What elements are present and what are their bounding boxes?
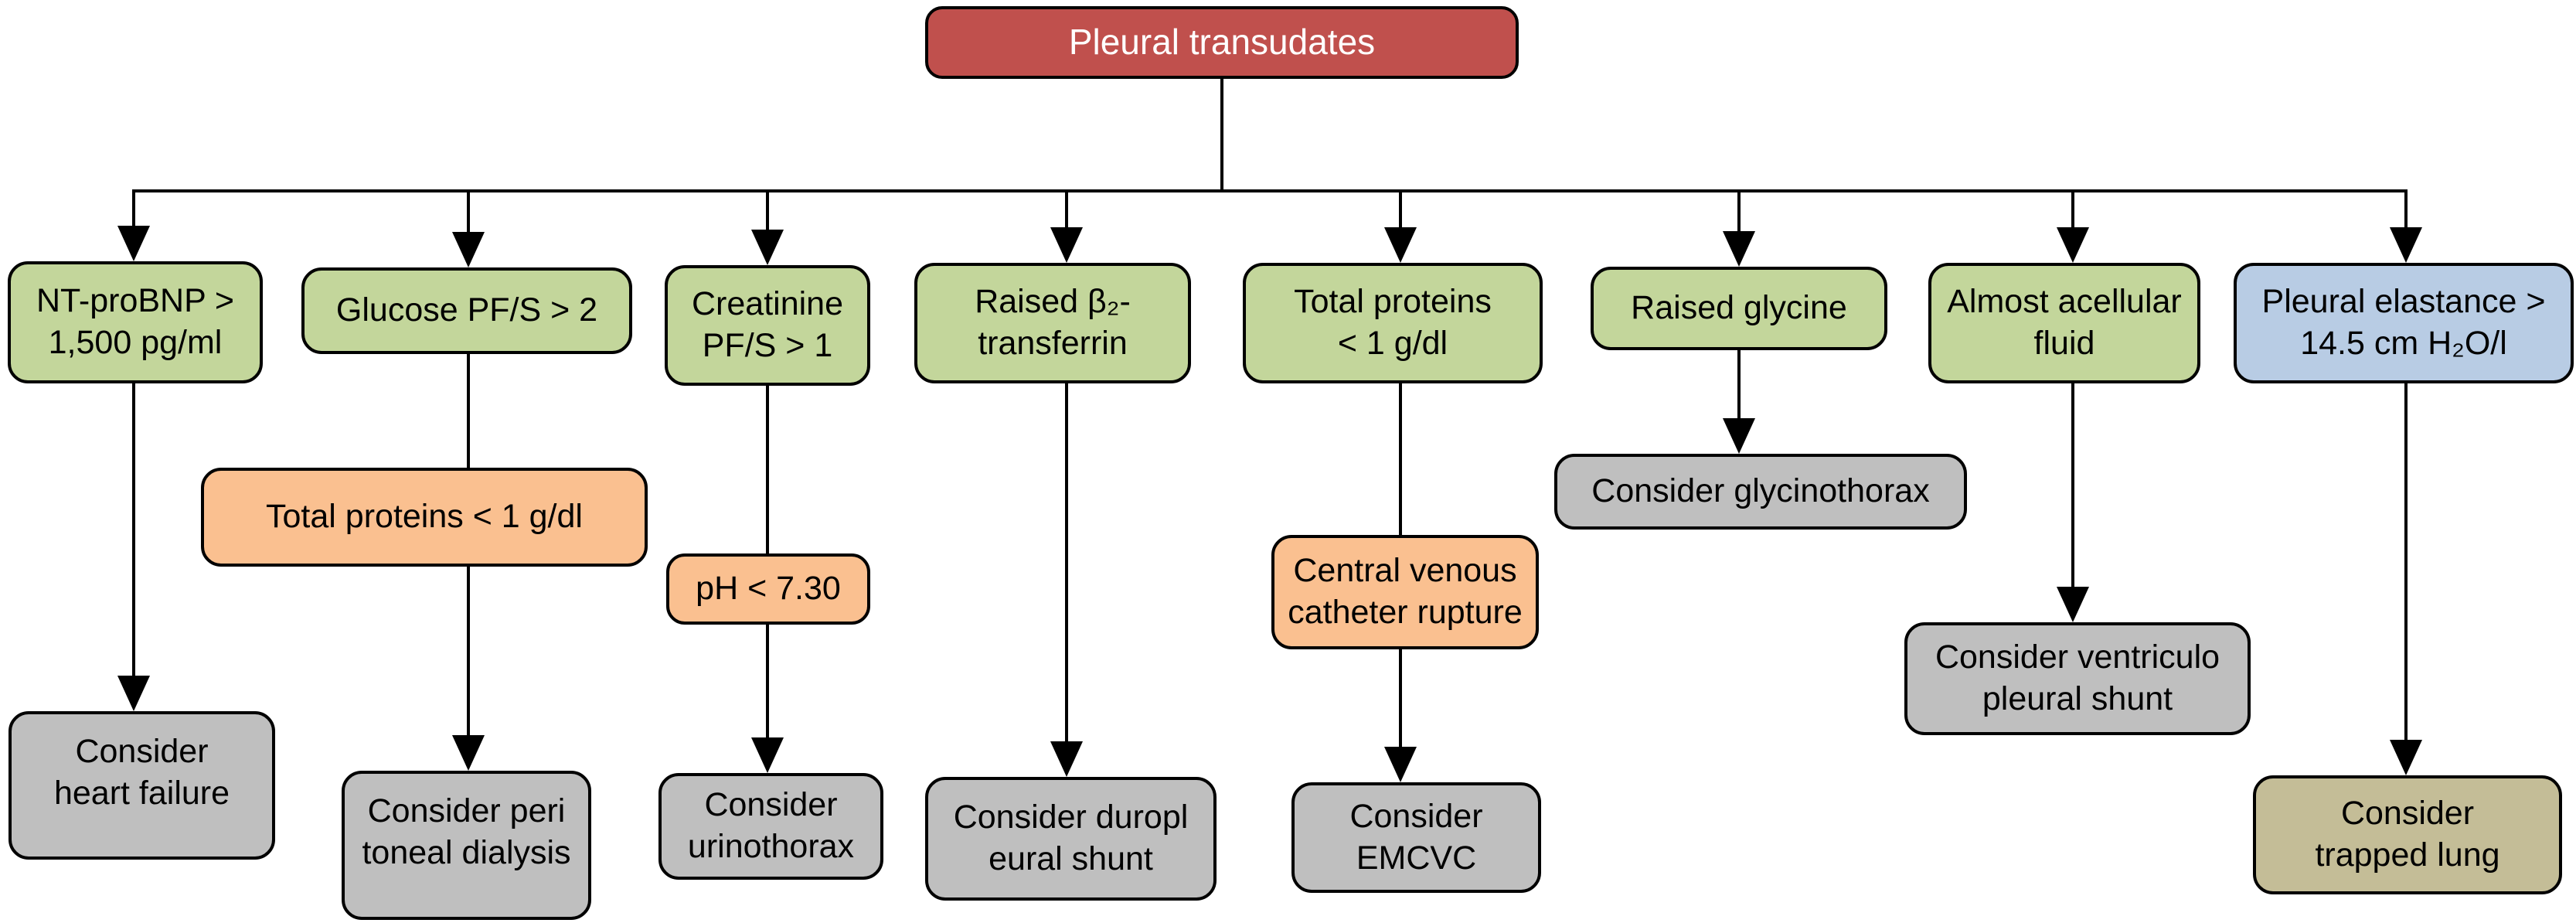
- node-creatinine-label: Creatinine PF/S > 1: [692, 285, 843, 364]
- node-emcvc-label: Consider EMCVC: [1349, 797, 1483, 877]
- connector-col7-drop: [2071, 383, 2074, 587]
- connector-col4-drop: [1065, 383, 1068, 741]
- node-acellular-fluid: Almost acellular fluid: [1928, 263, 2200, 383]
- node-trapped-lung: Consider trapped lung: [2253, 775, 2562, 894]
- arrowhead-col5-top: [1384, 227, 1417, 263]
- arrowhead-col8-top: [2390, 227, 2422, 263]
- arrowhead-col1-top: [117, 226, 150, 261]
- node-glucose: Glucose PF/S > 2: [301, 267, 632, 354]
- node-peritoneal-dialysis: Consider peri toneal dialysis: [342, 771, 591, 920]
- arrowhead-col4-top: [1050, 227, 1083, 263]
- node-pleural-transudates-label: Pleural transudates: [1068, 22, 1376, 63]
- node-ph: pH < 7.30: [666, 553, 870, 625]
- connector-col1-drop: [132, 383, 135, 676]
- arrowhead-col3-top: [751, 230, 784, 265]
- connector-col1-top: [132, 189, 135, 226]
- connector-col4-top: [1065, 189, 1068, 227]
- connector-col6-drop: [1737, 350, 1741, 418]
- arrowhead-col1-drop: [117, 676, 150, 711]
- node-glucose-label: Glucose PF/S > 2: [335, 291, 598, 329]
- connector-col3-top: [766, 189, 769, 230]
- node-raised-glycine: Raised glycine: [1591, 267, 1887, 350]
- node-peritoneal-dialysis-label: Consider peri toneal dialysis: [362, 792, 571, 871]
- node-trapped-lung-label: Consider trapped lung: [2315, 795, 2500, 874]
- node-raised-glycine-label: Raised glycine: [1631, 289, 1847, 327]
- node-cvc-rupture-label: Central venous catheter rupture: [1288, 552, 1523, 631]
- connector-col5-top: [1399, 189, 1402, 227]
- node-total-proteins-sub: Total proteins < 1 g/dl: [201, 468, 648, 567]
- node-beta2-transferrin-label: Raised β₂- transferrin: [975, 283, 1131, 362]
- connector-col8-drop: [2404, 383, 2408, 740]
- node-ventriculo-shunt-label: Consider ventriculo pleural shunt: [1935, 639, 2220, 717]
- node-urinothorax: Consider urinothorax: [658, 773, 883, 880]
- arrowhead-col5-drop: [1384, 747, 1417, 782]
- connector-horizontal-rail: [134, 189, 2408, 192]
- node-pleural-elastance: Pleural elastance > 14.5 cm H₂O/l: [2234, 263, 2574, 383]
- arrowhead-col7-top: [2057, 227, 2089, 263]
- node-duropleural-shunt-label: Consider duropl eural shunt: [953, 799, 1189, 877]
- node-total-proteins-sub-label: Total proteins < 1 g/dl: [266, 498, 583, 536]
- arrowhead-col2-top: [452, 232, 485, 267]
- connector-col6-top: [1737, 189, 1741, 231]
- node-glycinothorax-label: Consider glycinothorax: [1591, 472, 1930, 510]
- node-creatinine: Creatinine PF/S > 1: [665, 265, 870, 386]
- node-urinothorax-label: Consider urinothorax: [687, 786, 855, 865]
- node-pleural-transudates: Pleural transudates: [925, 6, 1519, 79]
- node-ventriculo-shunt: Consider ventriculo pleural shunt: [1904, 622, 2251, 735]
- node-cvc-rupture: Central venous catheter rupture: [1271, 535, 1539, 649]
- node-pleural-elastance-label: Pleural elastance > 14.5 cm H₂O/l: [2261, 283, 2546, 362]
- connector-col7-top: [2071, 189, 2074, 227]
- node-acellular-fluid-label: Almost acellular fluid: [1947, 283, 2182, 362]
- arrowhead-col2-drop: [452, 735, 485, 771]
- node-nt-probnp: NT-proBNP > 1,500 pg/ml: [8, 261, 263, 383]
- node-glycinothorax: Consider glycinothorax: [1554, 454, 1967, 530]
- arrowhead-col4-drop: [1050, 741, 1083, 777]
- arrowhead-col6-top: [1723, 231, 1755, 267]
- connector-root-stem: [1220, 77, 1223, 191]
- node-heart-failure: Consider heart failure: [9, 711, 275, 860]
- arrowhead-col8-drop: [2390, 740, 2422, 775]
- node-total-proteins-main: Total proteins < 1 g/dl: [1243, 263, 1543, 383]
- node-emcvc: Consider EMCVC: [1291, 782, 1541, 893]
- node-heart-failure-label: Consider heart failure: [53, 733, 230, 812]
- connector-col2-top: [467, 189, 470, 232]
- arrowhead-col6-drop: [1723, 418, 1755, 454]
- arrowhead-col7-drop: [2057, 587, 2089, 622]
- node-nt-probnp-label: NT-proBNP > 1,500 pg/ml: [36, 282, 235, 361]
- arrowhead-col3-drop: [751, 737, 784, 773]
- node-beta2-transferrin: Raised β₂- transferrin: [914, 263, 1191, 383]
- node-duropleural-shunt: Consider duropl eural shunt: [925, 777, 1217, 901]
- node-ph-label: pH < 7.30: [696, 570, 841, 608]
- connector-col8-top: [2404, 189, 2408, 227]
- node-total-proteins-main-label: Total proteins < 1 g/dl: [1294, 283, 1492, 362]
